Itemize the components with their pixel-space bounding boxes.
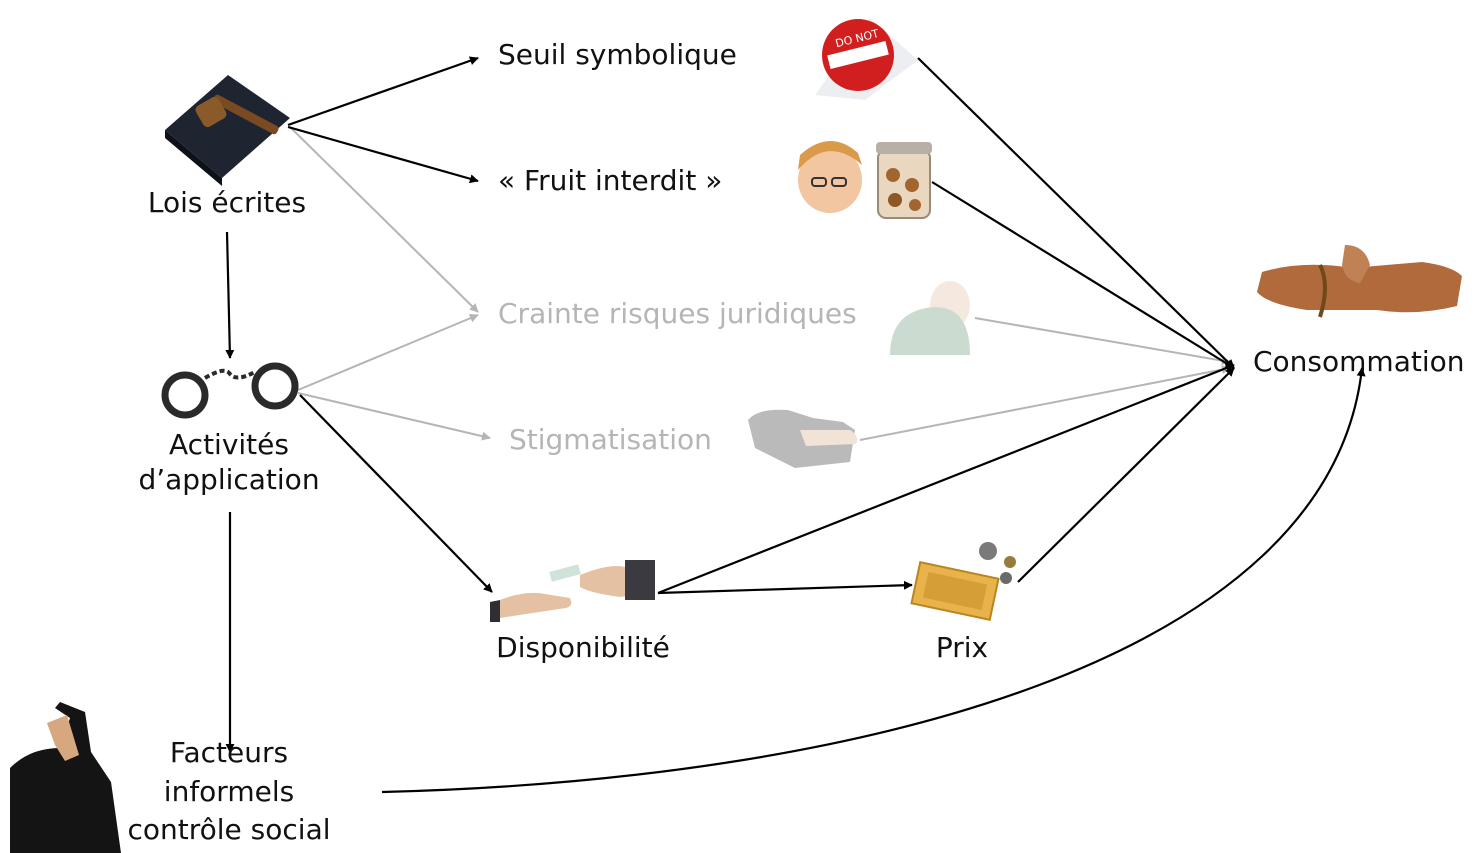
arrow-activites-stigmatisation: [297, 392, 491, 441]
gavel-book-icon: [165, 75, 290, 186]
node-consommation: Consommation: [1253, 345, 1465, 378]
child-cookie-jar-icon: [798, 140, 932, 219]
arrow-stigmatisation-consommation: [859, 365, 1231, 441]
node-crainte-risques: Crainte risques juridiques: [498, 297, 857, 330]
arrow-lois-activites: [225, 231, 235, 359]
pointing-hand-icon: [10, 702, 121, 853]
node-activites-line2: d’application: [138, 463, 320, 496]
handcuffs-icon: [161, 362, 299, 419]
node-seuil-symbolique: Seuil symbolique: [498, 38, 737, 71]
banknotes-coins-icon: [910, 542, 1016, 622]
arrow-disponibilite-consommation: [657, 363, 1235, 595]
node-stigmatisation: Stigmatisation: [509, 423, 712, 456]
node-facteurs-line2: informels: [163, 775, 295, 808]
arrow-prix-consommation: [1017, 367, 1235, 583]
node-fruit-interdit: « Fruit interdit »: [498, 164, 723, 197]
arrow-activites-crainte: [297, 313, 479, 391]
arrow-lois-crainte: [289, 126, 479, 313]
exchange-hands-icon: [490, 560, 655, 622]
arrow-activites-disponibilite: [299, 394, 493, 593]
arrow-facteurs-consommation: [381, 367, 1366, 794]
arrow-crainte-consommation: [974, 317, 1231, 366]
node-facteurs-line3: contrôle social: [127, 813, 331, 846]
arrow-seuil-consommation: [917, 57, 1235, 369]
node-facteurs-line1: Facteurs: [169, 736, 289, 769]
node-lois-ecrites: Lois écrites: [147, 186, 307, 219]
pointing-finger-icon: [748, 409, 858, 468]
arrow-lois-fruit: [287, 125, 479, 184]
do-not-sign-icon: DO NOT: [815, 18, 918, 100]
worried-person-icon: [890, 281, 970, 355]
node-disponibilite: Disponibilité: [496, 631, 670, 664]
arm-tourniquet-icon: [1257, 245, 1462, 318]
node-activites-line1: Activités: [169, 428, 289, 461]
arrow-disponibilite-prix: [657, 580, 913, 595]
arrow-fruit-consommation: [931, 181, 1235, 369]
node-prix: Prix: [935, 631, 989, 664]
arrow-lois-seuil: [287, 56, 479, 127]
